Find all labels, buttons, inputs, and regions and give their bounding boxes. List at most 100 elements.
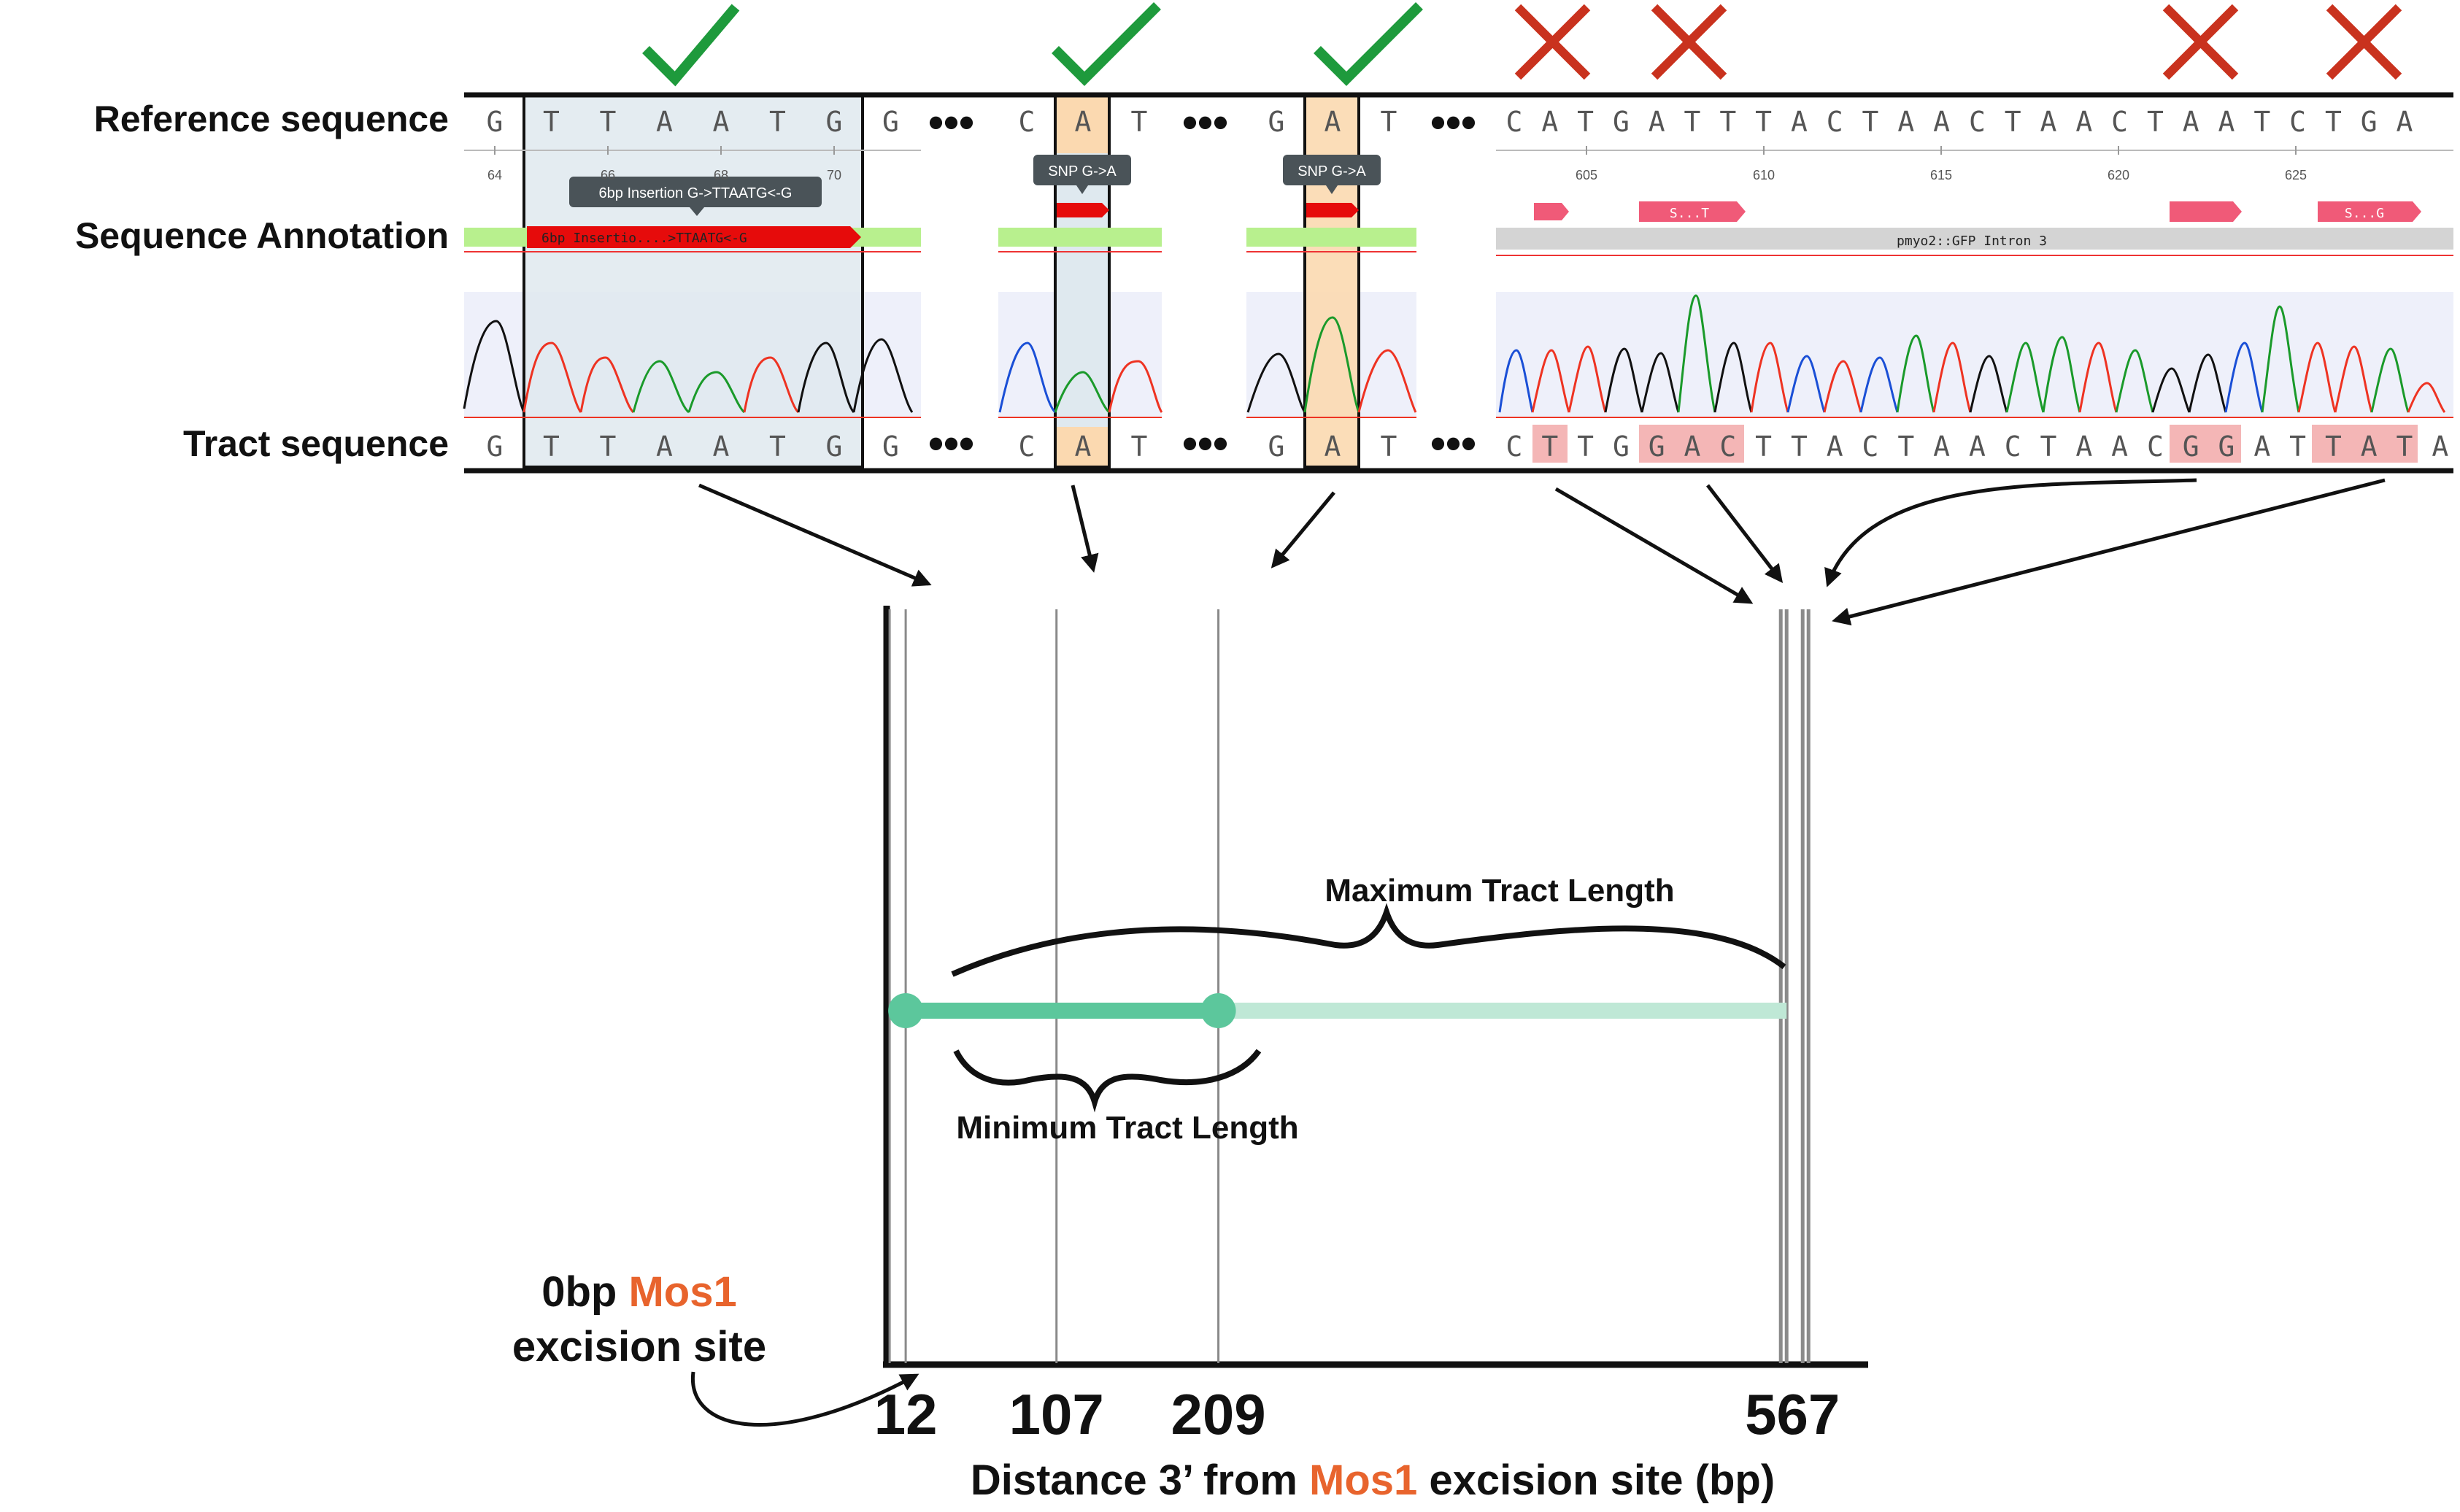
tract-base: A xyxy=(713,431,730,463)
tract-base: A xyxy=(2075,431,2092,463)
reference-base: A xyxy=(2218,106,2235,138)
tract-sequence-label: Tract sequence xyxy=(183,423,449,464)
excision-site-label-line1: 0bp Mos1 xyxy=(541,1268,737,1316)
reference-base: T xyxy=(1755,106,1772,138)
min-tract-label: Minimum Tract Length xyxy=(956,1110,1298,1146)
reference-base: T xyxy=(2325,106,2342,138)
marker-lines xyxy=(888,609,1811,1363)
reference-base: T xyxy=(1577,106,1594,138)
position-tick-label: 615 xyxy=(1930,168,1952,182)
check-icon xyxy=(642,4,740,87)
position-tick-label: 64 xyxy=(487,168,502,182)
insertion-annotation-bar xyxy=(527,226,861,248)
reference-base: A xyxy=(1791,106,1808,138)
feature-label-1: S...T xyxy=(1670,206,1709,221)
feature-arrow-a xyxy=(1534,203,1569,220)
distance-axis xyxy=(883,606,1868,1368)
max-tract-brace xyxy=(951,903,1786,977)
reference-base: G xyxy=(1613,106,1630,138)
snp-highlight-1-bottom xyxy=(1055,427,1109,467)
tract-base: A xyxy=(2361,431,2378,463)
reference-base: C xyxy=(2111,106,2128,138)
annotation-track-2 xyxy=(998,228,1162,247)
reference-base: G xyxy=(1268,106,1285,138)
reference-base: G xyxy=(2361,106,2378,138)
insertion-tooltip: 6bp Insertion G->TTAATG<-G xyxy=(569,177,822,216)
tract-base: G xyxy=(1613,431,1630,463)
reference-base: T xyxy=(543,106,560,138)
position-tick-label: 66 xyxy=(601,168,615,182)
reference-base: A xyxy=(2040,106,2057,138)
tract-base: G xyxy=(2183,431,2199,463)
excision-site-arrow xyxy=(690,1371,919,1427)
tract-base: A xyxy=(1933,431,1950,463)
position-tick-label: 620 xyxy=(2108,168,2129,182)
tract-base: C xyxy=(1862,431,1879,463)
axis-tick-label: 567 xyxy=(1745,1382,1840,1446)
axis-tick-label: 107 xyxy=(1009,1382,1104,1446)
tract-base: C xyxy=(2147,431,2164,463)
reference-base: C xyxy=(1969,106,1986,138)
tract-base: T xyxy=(1577,431,1594,463)
cross-icon xyxy=(1651,4,1727,80)
ellipsis-ref-2: ••• xyxy=(1182,98,1228,147)
tract-base: T xyxy=(2289,431,2306,463)
tract-base: A xyxy=(1827,431,1843,463)
tract-base: G xyxy=(882,431,899,463)
tract-base: A xyxy=(2111,431,2128,463)
tract-base: T xyxy=(1755,431,1772,463)
feature-label-2: S...G xyxy=(2345,206,2384,221)
tract-base: G xyxy=(826,431,843,463)
tract-base: A xyxy=(2432,431,2448,463)
feature-arrow-b xyxy=(1639,201,1746,222)
reference-base: A xyxy=(713,106,730,138)
tract-base: A xyxy=(1075,431,1092,463)
tract-base: T xyxy=(1791,431,1808,463)
reference-base: A xyxy=(1541,106,1558,138)
sequence-annotation-label: Sequence Annotation xyxy=(75,215,449,256)
reference-base: A xyxy=(1897,106,1914,138)
reference-base: T xyxy=(600,106,617,138)
reference-base: T xyxy=(2253,106,2270,138)
position-tick-label: 70 xyxy=(827,168,841,182)
tract-base: T xyxy=(543,431,560,463)
intron-annotation-text: pmyo2::GFP Intron 3 xyxy=(1897,234,2047,249)
reference-base: T xyxy=(1684,106,1701,138)
tract-base: C xyxy=(2005,431,2021,463)
reference-base: A xyxy=(1325,106,1341,138)
ellipsis-tract-2: ••• xyxy=(1182,419,1228,468)
tract-base: T xyxy=(1541,431,1558,463)
reference-base: T xyxy=(1719,106,1736,138)
ellipsis-ref-3: ••• xyxy=(1430,98,1476,147)
feature-arrow-d xyxy=(2318,201,2421,222)
reference-base: C xyxy=(1827,106,1843,138)
reference-base: A xyxy=(1075,106,1092,138)
reference-base: T xyxy=(1862,106,1879,138)
reference-base: T xyxy=(2005,106,2021,138)
ellipsis-tract-3: ••• xyxy=(1430,419,1476,468)
annotation-track-4 xyxy=(1496,228,2453,250)
check-icon xyxy=(1314,2,1423,86)
tract-base: G xyxy=(487,431,504,463)
tract-base: C xyxy=(1019,431,1036,463)
reference-base: A xyxy=(2075,106,2092,138)
axis-title: Distance 3’ from Mos1 excision site (bp) xyxy=(971,1457,1775,1504)
tract-base: G xyxy=(2218,431,2235,463)
reference-base: C xyxy=(1019,106,1036,138)
reference-base: G xyxy=(882,106,899,138)
tract-base: T xyxy=(1897,431,1914,463)
annotation-track-3 xyxy=(1246,228,1416,247)
reference-sequence-label: Reference sequence xyxy=(94,99,449,139)
tract-base: A xyxy=(1684,431,1701,463)
tract-base: T xyxy=(2040,431,2057,463)
ellipsis-ref-1: ••• xyxy=(928,98,974,147)
tract-bars xyxy=(888,993,1787,1028)
reference-base: T xyxy=(769,106,786,138)
snp-arrow-1 xyxy=(1057,203,1109,217)
reference-base: A xyxy=(656,106,673,138)
reference-base: A xyxy=(1933,106,1950,138)
snp-highlight-2 xyxy=(1305,95,1359,467)
